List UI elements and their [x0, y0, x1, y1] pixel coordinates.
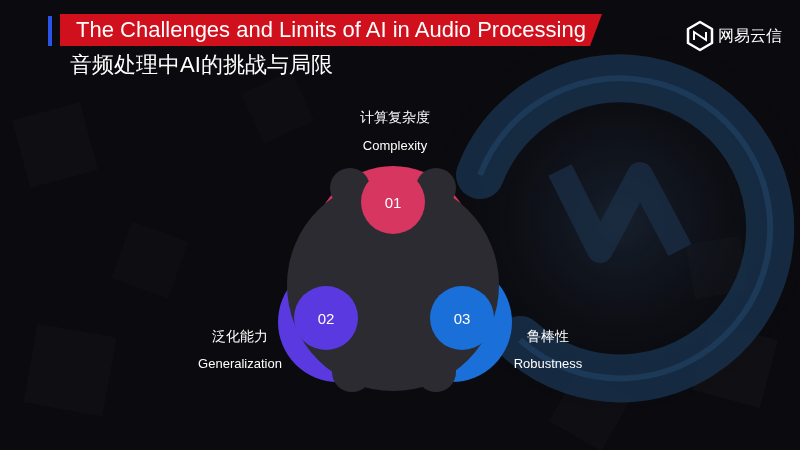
challenge-name-zh: 泛化能力	[212, 328, 268, 346]
petal-circle	[361, 170, 425, 234]
callout-number: 03	[454, 310, 471, 327]
callout-number: 02	[318, 310, 335, 327]
title-banner	[60, 14, 602, 46]
challenge-name-zh: 计算复杂度	[360, 109, 430, 127]
puzzle-figure	[278, 166, 512, 392]
challenge-name-en: Robustness	[514, 356, 583, 371]
logo-3d-ring	[480, 78, 770, 378]
slide-title: The Challenges and Limits of AI in Audio…	[76, 16, 586, 44]
challenge-petal: 03鲁棒性Robustness	[430, 286, 494, 350]
accent-bar	[48, 16, 52, 46]
logo-icon	[688, 22, 712, 50]
challenge-petal: 02泛化能力Generalization	[294, 286, 358, 350]
brand-name: 网易云信	[718, 26, 782, 47]
petal-circle	[430, 286, 494, 350]
callout-number: 01	[385, 194, 402, 211]
petal-circle	[294, 286, 358, 350]
slide-subtitle: 音频处理中AI的挑战与局限	[70, 50, 333, 80]
challenge-name-en: Complexity	[363, 138, 427, 153]
challenge-petal: 01计算复杂度Complexity	[361, 170, 425, 234]
challenge-name-zh: 鲁棒性	[527, 328, 569, 346]
challenge-name-en: Generalization	[198, 356, 282, 371]
